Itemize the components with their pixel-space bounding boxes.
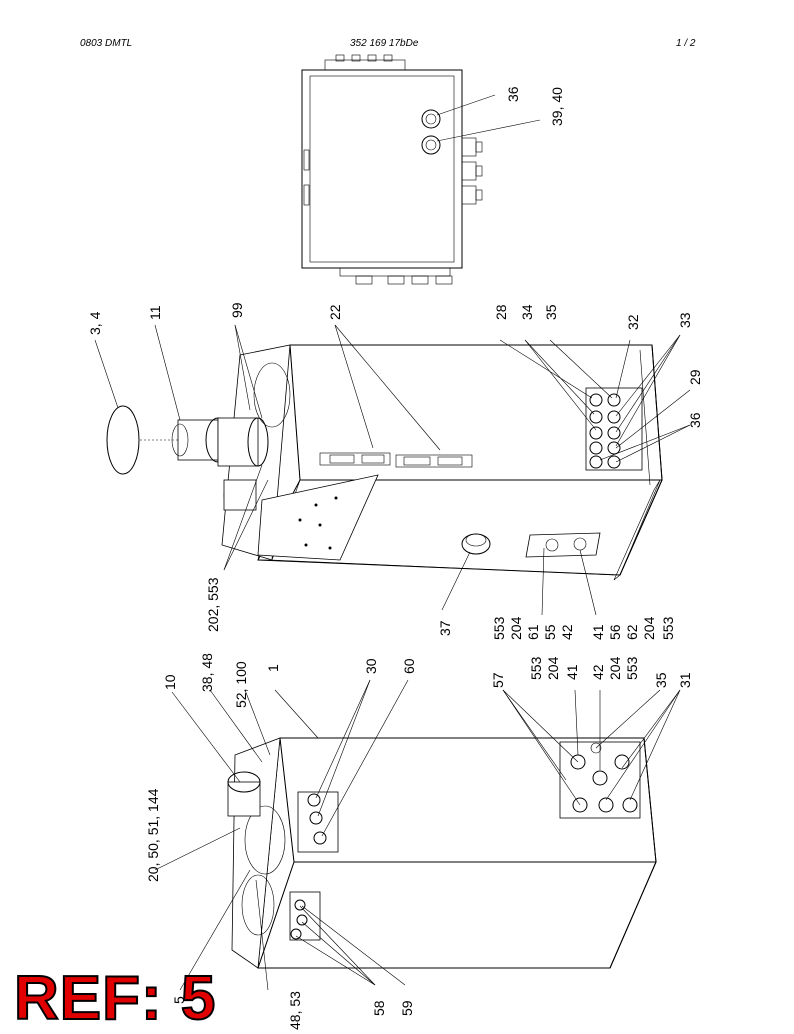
callout-11: 11	[147, 305, 163, 320]
callout-204c: 204	[545, 656, 561, 680]
callout-32: 32	[625, 314, 641, 330]
ref-stamp: REF: 5	[13, 964, 217, 1033]
callout-20-50-51-144: 20, 50, 51, 144	[145, 788, 161, 882]
callout-48-53: 48, 53	[287, 991, 303, 1030]
callout-52-100: 52, 100	[233, 661, 249, 708]
callout-42b: 42	[590, 664, 606, 680]
callout-37: 37	[437, 620, 453, 636]
callout-36-top: 36	[505, 86, 521, 102]
callout-5: 5	[171, 996, 187, 1004]
callout-33: 33	[677, 312, 693, 328]
callout-39-40: 39, 40	[549, 87, 565, 126]
callout-553d: 553	[624, 656, 640, 680]
callout-204d: 204	[607, 656, 623, 680]
callout-62: 62	[624, 624, 640, 640]
callout-61: 61	[525, 624, 541, 640]
callout-35a: 35	[543, 304, 559, 320]
callout-553b: 553	[660, 616, 676, 640]
callout-36b: 36	[687, 412, 703, 428]
callout-202-553: 202, 553	[205, 577, 221, 632]
callout-59: 59	[399, 1000, 415, 1016]
callout-10: 10	[162, 674, 178, 690]
header-right: 1 / 2	[676, 38, 696, 49]
header-center: 352 169 17bDe	[350, 38, 419, 49]
leader-lines	[94, 324, 691, 991]
callout-204a: 204	[508, 616, 524, 640]
callout-29: 29	[687, 369, 703, 385]
callout-42a: 42	[559, 624, 575, 640]
middle-enclosure	[106, 344, 663, 581]
callout-56: 56	[607, 624, 623, 640]
callout-1: 1	[265, 664, 281, 672]
callout-553a: 553	[491, 616, 507, 640]
callout-55: 55	[542, 624, 558, 640]
header-left: 0803 DMTL	[80, 38, 133, 49]
callout-28: 28	[493, 304, 509, 320]
callout-41b: 41	[564, 664, 580, 680]
callout-58: 58	[371, 1000, 387, 1016]
callout-3-4: 3, 4	[87, 311, 103, 335]
callout-31: 31	[677, 672, 693, 688]
callout-553c: 553	[528, 656, 544, 680]
callout-60: 60	[401, 658, 417, 674]
callout-labels: 36 39, 40 3, 4 11 99 22 28 34 35 32 33 2…	[87, 86, 703, 1030]
callout-30: 30	[363, 658, 379, 674]
callout-22: 22	[327, 304, 343, 320]
callout-57: 57	[490, 672, 506, 688]
callout-38-48: 38, 48	[199, 653, 215, 692]
bottom-enclosure	[227, 737, 657, 969]
callout-34: 34	[519, 304, 535, 320]
top-enclosure	[301, 54, 541, 285]
callout-41a: 41	[590, 624, 606, 640]
callout-99: 99	[229, 302, 245, 318]
callout-35b: 35	[653, 672, 669, 688]
callout-204b: 204	[641, 616, 657, 640]
